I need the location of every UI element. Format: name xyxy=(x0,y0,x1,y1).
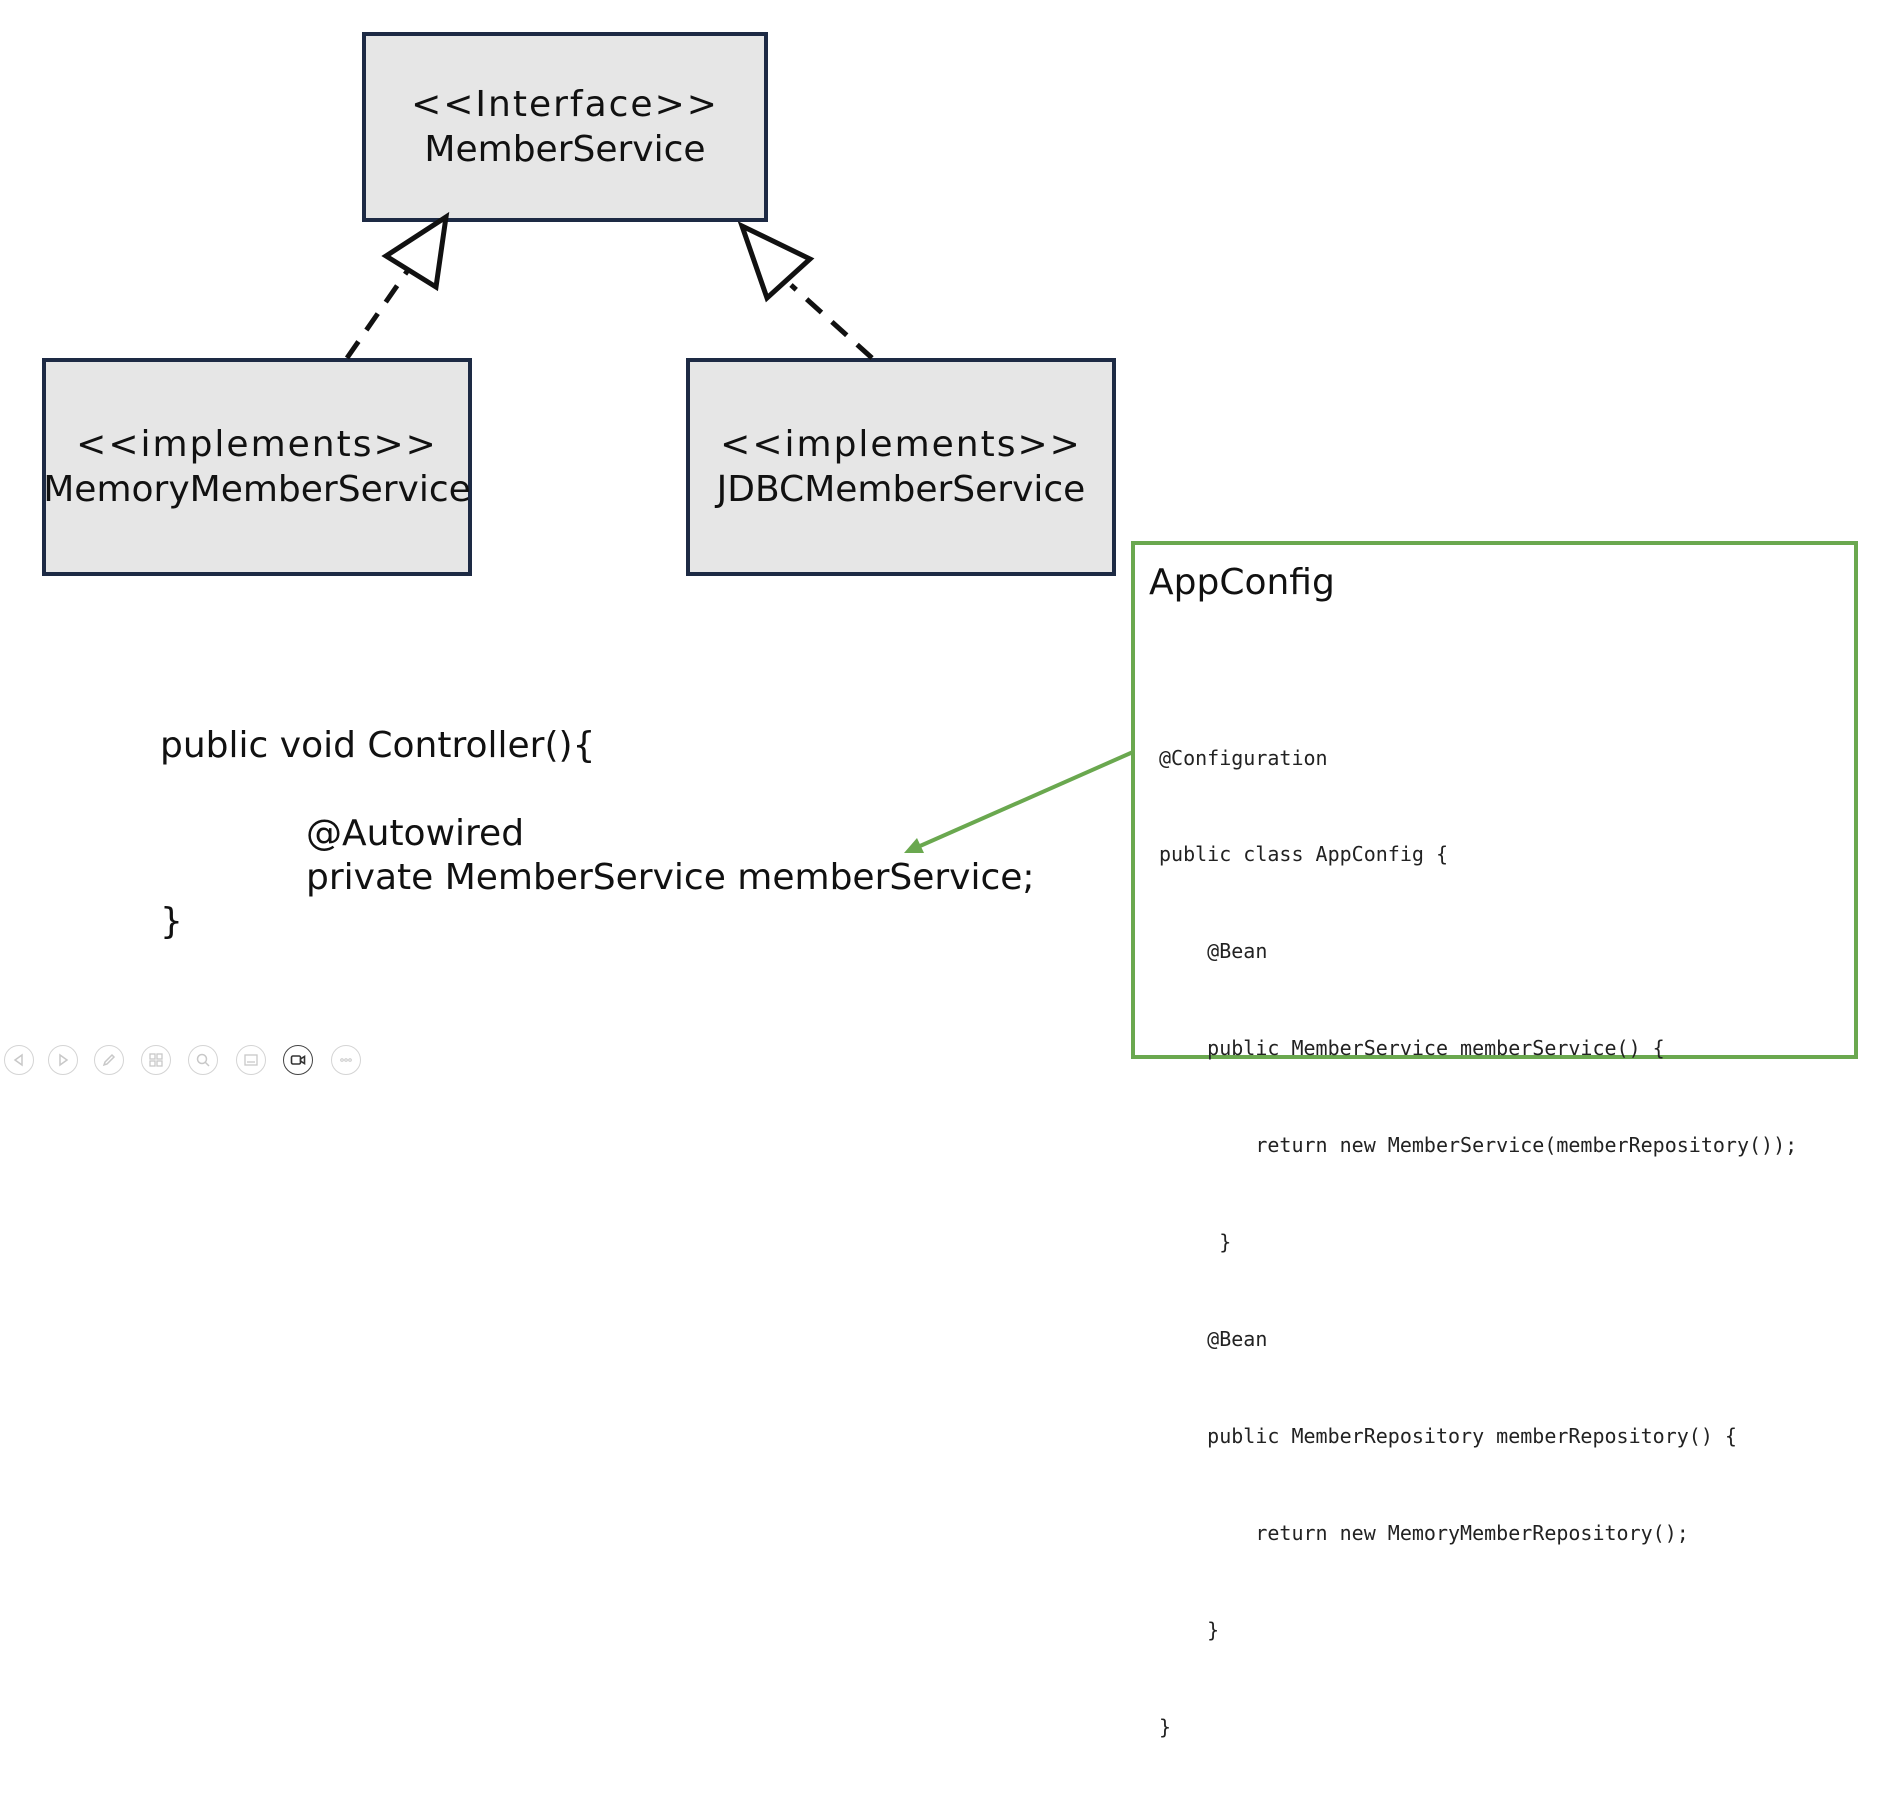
code-line: } xyxy=(1159,1230,1232,1255)
jdbc-stereotype: <<implements>> xyxy=(720,424,1082,465)
presentation-toolbar xyxy=(0,1043,380,1077)
subtitle-button[interactable] xyxy=(236,1045,266,1075)
controller-line-signature: public void Controller(){ xyxy=(160,725,596,766)
realization-arrowhead-memory xyxy=(381,211,450,292)
code-line: return new MemoryMemberRepository(); xyxy=(1159,1520,1689,1545)
zoom-button[interactable] xyxy=(188,1045,218,1075)
appconfig-title: AppConfig xyxy=(1149,562,1335,603)
prev-icon xyxy=(13,1053,23,1067)
interface-stereotype: <<Interface>> xyxy=(411,84,719,125)
next-button[interactable] xyxy=(48,1045,78,1075)
code-line: public class AppConfig { xyxy=(1159,842,1448,867)
realization-line-jdbc xyxy=(789,283,874,360)
code-line: @Bean xyxy=(1159,939,1268,964)
zoom-icon xyxy=(196,1053,210,1067)
controller-line-autowired: @Autowired xyxy=(306,813,525,854)
code-line: } xyxy=(1159,1617,1220,1642)
interface-name: MemberService xyxy=(424,129,706,170)
slide-canvas: <<Interface>> MemberService <<implements… xyxy=(0,32,1858,1739)
subtitle-icon xyxy=(244,1054,258,1066)
prev-button[interactable] xyxy=(4,1045,34,1075)
code-line: } xyxy=(1159,1714,1172,1739)
next-icon xyxy=(59,1053,69,1067)
pen-icon xyxy=(102,1053,116,1067)
code-line: return new MemberService(memberRepositor… xyxy=(1159,1133,1798,1158)
more-icon xyxy=(340,1058,352,1062)
controller-line-blank xyxy=(160,768,1035,812)
interface-box-memberservice: <<Interface>> MemberService xyxy=(362,32,768,222)
code-line: @Configuration xyxy=(1159,745,1328,770)
slides-icon xyxy=(149,1053,163,1067)
slides-button[interactable] xyxy=(141,1045,171,1075)
code-line: @Bean xyxy=(1159,1326,1268,1351)
jdbc-name: JDBCMemberService xyxy=(716,469,1086,510)
memory-name: MemoryMemberService xyxy=(43,469,471,510)
pen-button[interactable] xyxy=(94,1045,124,1075)
camera-button[interactable] xyxy=(283,1045,313,1075)
controller-line-field: private MemberService memberService; xyxy=(306,857,1035,898)
appconfig-code: @Configuration public class AppConfig { … xyxy=(1159,677,1797,1807)
controller-code: public void Controller(){ @Autowired pri… xyxy=(160,724,1035,944)
class-box-jdbcmemberservice: <<implements>> JDBCMemberService xyxy=(686,358,1116,576)
realization-arrowhead-jdbc xyxy=(737,221,815,303)
appconfig-panel: AppConfig @Configuration public class Ap… xyxy=(1131,541,1858,1739)
code-line: public MemberService memberService() { xyxy=(1159,1036,1665,1061)
class-box-memorymemberservice: <<implements>> MemoryMemberService xyxy=(42,358,472,576)
camera-icon xyxy=(290,1055,306,1065)
controller-line-close: } xyxy=(160,901,183,942)
memory-stereotype: <<implements>> xyxy=(76,424,438,465)
code-line: public MemberRepository memberRepository… xyxy=(1159,1423,1737,1448)
realization-line-memory xyxy=(344,268,411,360)
more-button[interactable] xyxy=(331,1045,361,1075)
